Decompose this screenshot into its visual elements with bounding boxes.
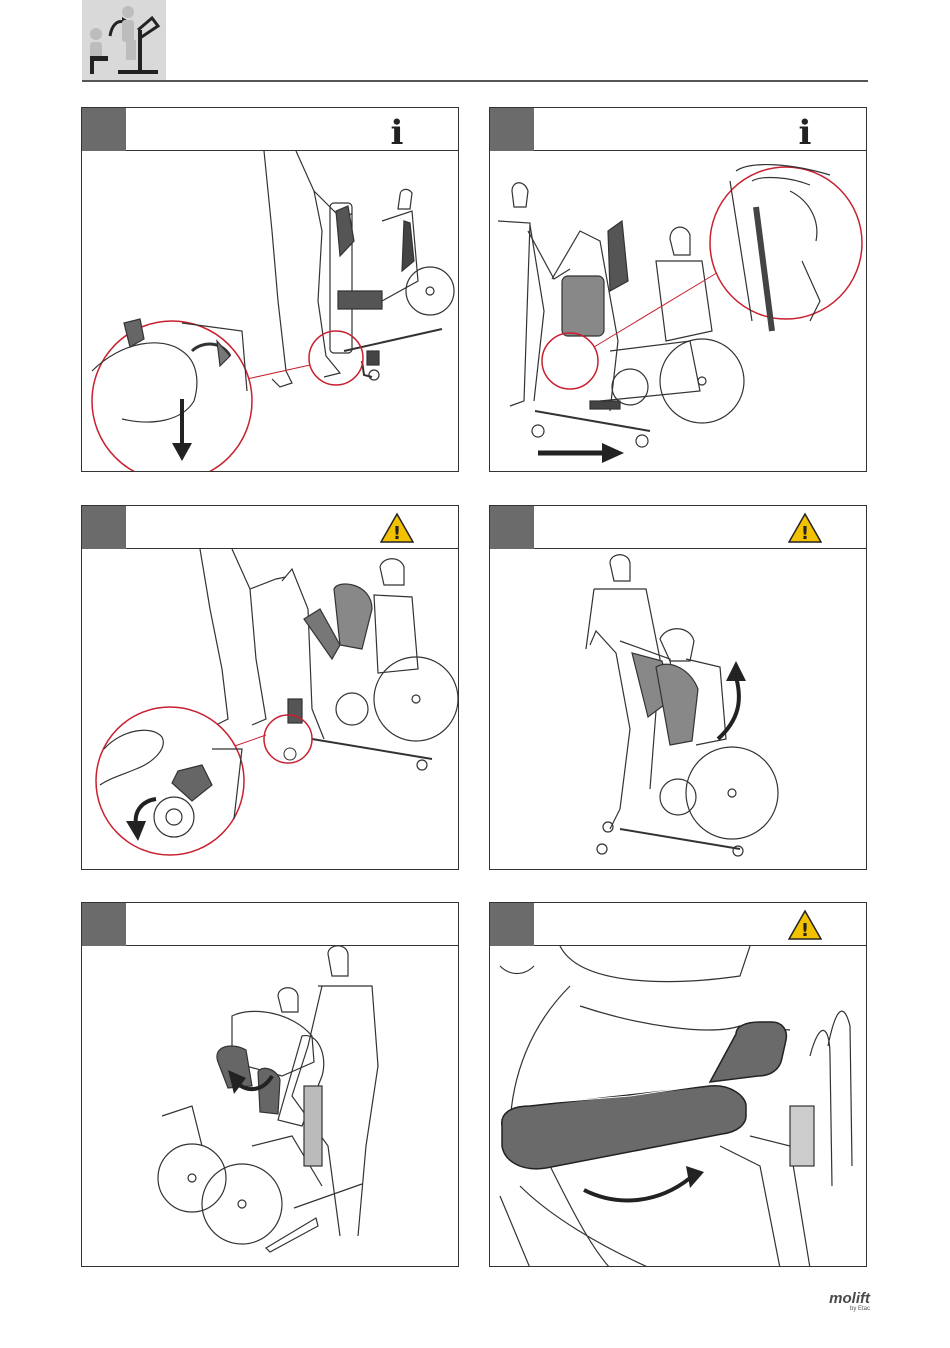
info-icon: i	[380, 114, 414, 146]
panel-header: i	[82, 108, 458, 151]
panel-header	[82, 903, 458, 946]
svg-text:i: i	[391, 114, 404, 146]
info-icon: i	[788, 114, 822, 146]
illustration-push-lift-to-chair	[490, 151, 867, 472]
panel-header: !	[490, 903, 866, 946]
illustration-seat-pad-closeup	[490, 946, 867, 1267]
panel-step-2: i	[489, 107, 867, 472]
brand-logo: molift by Etac	[810, 1290, 870, 1312]
illustration-release-brake	[82, 151, 459, 472]
svg-text:!: !	[393, 523, 401, 544]
panel-step-3: !	[81, 505, 459, 870]
stand-up-transfer-icon	[82, 0, 166, 80]
svg-text:!: !	[801, 523, 809, 544]
panel-step-5	[81, 902, 459, 1267]
panel-step-6: !	[489, 902, 867, 1267]
panel-step-1: i	[81, 107, 459, 472]
step-number-block	[82, 903, 126, 946]
warning-icon: !	[788, 909, 822, 941]
svg-text:!: !	[801, 920, 809, 941]
warning-icon: !	[380, 512, 414, 544]
warning-icon: !	[788, 512, 822, 544]
step-number-block	[82, 506, 126, 549]
panel-header: i	[490, 108, 866, 151]
panel-header: !	[82, 506, 458, 549]
illustration-apply-brake	[82, 549, 459, 870]
illustration-patient-leans-forward	[490, 549, 867, 870]
svg-text:i: i	[799, 114, 812, 146]
illustration-flip-seat-pads	[82, 946, 459, 1267]
panel-step-4: !	[489, 505, 867, 870]
brand-name: molift	[810, 1290, 870, 1307]
step-number-block	[490, 506, 534, 549]
header-divider	[82, 80, 868, 82]
header-transfer-pictogram	[82, 0, 166, 80]
step-number-block	[82, 108, 126, 151]
step-number-block	[490, 903, 534, 946]
step-number-block	[490, 108, 534, 151]
panel-header: !	[490, 506, 866, 549]
